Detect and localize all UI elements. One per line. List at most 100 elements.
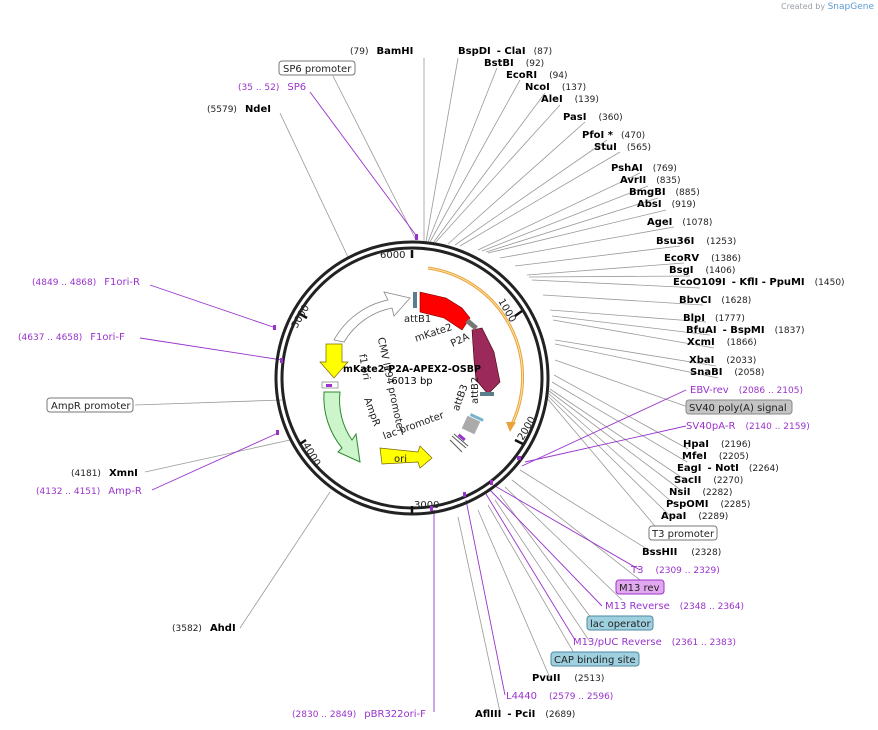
backbone-outer xyxy=(274,240,550,516)
svg-text:EcoRV(1386): EcoRV(1386) xyxy=(664,253,741,264)
svg-text:(79)BamHI: (79)BamHI xyxy=(350,46,413,57)
boxed-feature-labels: SP6 promoter AmpR promoter SV40 poly(A) … xyxy=(46,60,793,667)
label-ampr: AmpR xyxy=(361,396,382,428)
credit-prefix: Created by xyxy=(781,2,826,11)
primer-name: L4440 xyxy=(506,691,537,702)
enzyme-name: SacII xyxy=(674,475,701,486)
svg-text:PasI(360): PasI (360) xyxy=(563,112,623,123)
svg-text:(4849 .. 4868)F1ori-R: (4849 .. 4868)F1ori-R xyxy=(32,277,140,288)
primer-name: F1ori-F xyxy=(90,332,125,343)
svg-text:BstBI(92): BstBI(92) xyxy=(484,58,544,69)
enzyme-name: EcoRI xyxy=(506,70,537,81)
enzyme-name: EagI xyxy=(677,463,701,474)
primer-name: SP6 xyxy=(287,82,306,93)
enzyme-pos: (5579) xyxy=(207,105,237,115)
ruler-4000: 4000 xyxy=(300,441,322,469)
enzyme-name: PasI xyxy=(563,112,586,123)
label-mkate2: mKate2 xyxy=(414,322,454,344)
svg-text:BfuAI- BspMI(1837): BfuAI- BspMI(1837) xyxy=(686,325,805,336)
enzyme-pos: (360) xyxy=(598,113,622,123)
svg-text:L4440(2579 .. 2596): L4440(2579 .. 2596) xyxy=(506,691,613,702)
enzyme-name: PspOMI xyxy=(666,499,708,510)
svg-text:PfoI *(470): PfoI *(470) xyxy=(582,130,645,141)
enzyme-pos: (3582) xyxy=(172,624,202,634)
primer-pos: (2309 .. 2329) xyxy=(655,566,719,576)
t3-promoter-label: T3 promoter xyxy=(651,529,715,540)
svg-text:StuI(565): StuI(565) xyxy=(594,142,651,153)
svg-text:AflIII- PciI(2689): AflIII- PciI(2689) xyxy=(475,709,575,720)
enzyme-pos: (2285) xyxy=(720,500,750,510)
svg-text:AleI(139): AleI(139) xyxy=(541,94,599,105)
svg-text:(5579)NdeI: (5579)NdeI xyxy=(207,104,271,115)
enzyme-pos: (1253) xyxy=(706,237,736,247)
enzyme-pos: (1777) xyxy=(715,314,745,324)
enzyme-name: ApaI xyxy=(661,511,686,522)
snapgene-credit: Created by SnapGene xyxy=(781,2,874,12)
enzyme-name: BspDI xyxy=(458,46,491,57)
svg-text:SnaBI(2058): SnaBI(2058) xyxy=(690,367,764,378)
enzyme-pos: (2289) xyxy=(698,512,728,522)
enzyme-pos: (2196) xyxy=(721,440,751,450)
ori-label: ori xyxy=(394,454,407,465)
svg-text:EcoRI(94): EcoRI(94) xyxy=(506,70,568,81)
svg-text:NsiI(2282): NsiI(2282) xyxy=(669,487,732,498)
box-sp6 xyxy=(278,60,356,76)
svg-text:BspDI- ClaI(87): BspDI - ClaI (87) xyxy=(458,46,552,57)
primer-pos: (4849 .. 4868) xyxy=(32,278,96,288)
enzyme-pos: (835) xyxy=(656,176,680,186)
enzyme-alias: - KflI - PpuMI xyxy=(732,277,805,288)
svg-text:NcoI(137): NcoI(137) xyxy=(525,82,586,93)
enzyme-alias: - ClaI xyxy=(497,46,526,57)
enzyme-pos: (1837) xyxy=(775,326,805,336)
primer-pos: (2140 .. 2159) xyxy=(745,422,809,432)
attb3-mark xyxy=(461,415,481,435)
enzyme-name: BssHII xyxy=(642,547,677,558)
enzyme-name: AvrII xyxy=(620,175,646,186)
svg-text:(4181)XmnI: (4181)XmnI xyxy=(71,468,138,479)
cmv-promoter-arrow xyxy=(333,291,411,343)
f1ori-arrow xyxy=(319,343,349,379)
primer-arrow-a xyxy=(457,433,466,442)
svg-text:M13 Reverse(2348 .. 2364): M13 Reverse(2348 .. 2364) xyxy=(605,601,744,612)
enzyme-alias: - BspMI xyxy=(723,325,765,336)
enzyme-name: Bsu36I xyxy=(656,236,694,247)
svg-text:XbaI(2033): XbaI(2033) xyxy=(689,355,756,366)
enzyme-pos: (470) xyxy=(621,131,645,141)
svg-text:(4637 .. 4658)F1ori-F: (4637 .. 4658)F1ori-F xyxy=(18,332,125,343)
svg-text:(35 .. 52)SP6: (35 .. 52) SP6 xyxy=(238,82,306,93)
ruler-6000: 6000 xyxy=(380,250,405,261)
ruler-5000: 5000 xyxy=(290,303,312,331)
primer-name: M13 Reverse xyxy=(605,601,670,612)
label-attb3: attB3 xyxy=(451,383,471,412)
attb2-mark xyxy=(480,392,494,396)
enzyme-pos: (2689) xyxy=(545,710,575,720)
label-f1ori: f1 ori xyxy=(356,353,371,381)
primer-ticks xyxy=(273,234,521,511)
enzyme-name: BbvCI xyxy=(679,295,711,306)
enzyme-pos: (1866) xyxy=(727,338,757,348)
primer-pos: (35 .. 52) xyxy=(238,83,279,93)
box-t3 xyxy=(648,525,718,541)
box-cap xyxy=(550,651,640,667)
box-sv40 xyxy=(685,399,793,415)
enzyme-pos: (2058) xyxy=(734,368,764,378)
enzyme-name: XmnI xyxy=(109,468,138,479)
svg-text:AbsI(919): AbsI(919) xyxy=(637,199,696,210)
svg-text:SacII(2270): SacII(2270) xyxy=(674,475,743,486)
svg-text:BsgI(1406): BsgI(1406) xyxy=(669,265,735,276)
primer-arrow-b xyxy=(326,384,332,387)
primer-labels: (35 .. 52) SP6 (4849 .. 4868)F1ori-R (463… xyxy=(18,82,810,720)
brand-name: SnapGene xyxy=(827,2,874,12)
enzyme-alias: - NotI xyxy=(707,463,738,474)
primer-name: M13/pUC Reverse xyxy=(573,637,662,648)
enzyme-pos: (2264) xyxy=(749,464,779,474)
enzyme-pos: (885) xyxy=(676,188,700,198)
primer-name: Amp-R xyxy=(108,486,142,497)
svg-text:AvrII(835): AvrII (835) xyxy=(620,175,680,186)
enzyme-pos: (87) xyxy=(534,47,552,57)
enzyme-name: BamHI xyxy=(376,46,413,57)
enzyme-name: NsiI xyxy=(669,487,690,498)
enzyme-name: BlpI xyxy=(683,313,705,324)
svg-text:PshAI(769): PshAI(769) xyxy=(611,163,677,174)
